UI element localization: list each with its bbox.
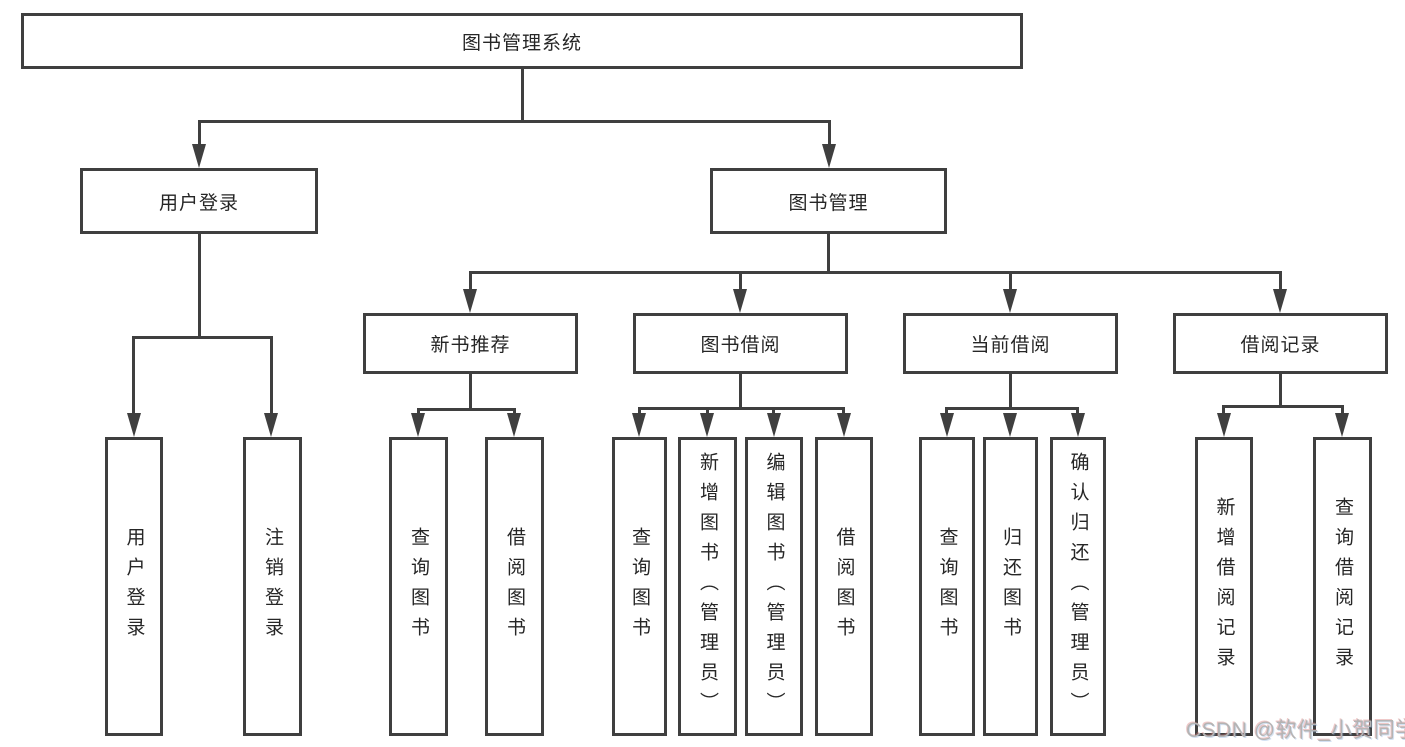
node-label: 新增借阅记录 [1213, 496, 1235, 677]
connector-arrowhead-down [1273, 289, 1287, 313]
connector-line [417, 408, 516, 411]
node-label: 新增图书（管理员） [697, 451, 718, 722]
connector-line [521, 69, 524, 122]
connector-line [270, 336, 273, 415]
node-label: 归还图书 [1000, 526, 1021, 647]
leaf-return-books: 归还图书 [983, 437, 1038, 736]
connector-line [638, 407, 845, 410]
connector-line [513, 408, 516, 416]
connector-line [1279, 374, 1282, 407]
connector-line [469, 271, 472, 292]
leaf-edit-books-admin: 编辑图书（管理员） [745, 437, 803, 736]
leaf-borrow-books-borrowing: 借阅图书 [815, 437, 873, 736]
connector-arrowhead-down [463, 289, 477, 313]
connector-line [198, 120, 201, 147]
leaf-logout: 注销登录 [243, 437, 302, 736]
connector-arrowhead-down [733, 289, 747, 313]
connector-arrowhead-down [837, 413, 851, 437]
node-borrowing-records: 借阅记录 [1173, 313, 1388, 374]
node-label: 查询图书 [408, 526, 429, 647]
leaf-confirm-return-admin: 确认归还（管理员） [1050, 437, 1106, 736]
connector-line [132, 336, 135, 415]
node-library-management-system: 图书管理系统 [21, 13, 1023, 69]
connector-arrowhead-down [264, 413, 278, 437]
connector-line [772, 407, 775, 416]
connector-arrowhead-down [822, 144, 836, 168]
connector-line [469, 374, 472, 409]
connector-line [842, 407, 845, 416]
node-label: 借阅图书 [504, 526, 525, 647]
node-label: 注销登录 [262, 526, 283, 647]
node-current-borrowing: 当前借阅 [903, 313, 1118, 374]
connector-arrowhead-down [1071, 413, 1085, 437]
connector-line [1222, 405, 1344, 408]
leaf-add-borrow-record: 新增借阅记录 [1195, 437, 1253, 736]
connector-arrowhead-down [192, 144, 206, 168]
leaf-query-books-borrowing: 查询图书 [612, 437, 667, 736]
connector-arrowhead-down [767, 413, 781, 437]
connector-line [198, 120, 831, 123]
node-label: 新书推荐 [430, 335, 511, 356]
connector-line [469, 271, 1282, 274]
connector-line [132, 336, 273, 339]
node-label: 图书管理系统 [461, 32, 582, 54]
connector-line [1009, 271, 1012, 292]
connector-line [417, 408, 420, 416]
connector-line [739, 374, 742, 408]
node-label: 用户登录 [158, 192, 239, 214]
connector-line [198, 234, 201, 338]
connector-line [1009, 374, 1012, 408]
connector-arrowhead-down [632, 413, 646, 437]
connector-line [827, 234, 830, 274]
node-label: 图书借阅 [700, 335, 781, 356]
node-label: 查询借阅记录 [1332, 496, 1353, 677]
csdn-watermark: CSDN @软件_小贺同学 [1186, 719, 1405, 742]
node-label: 确认归还（管理员） [1067, 451, 1089, 722]
node-label: 用户登录 [123, 526, 145, 647]
connector-arrowhead-down [507, 413, 521, 437]
connector-line [828, 120, 831, 147]
connector-arrowhead-down [940, 413, 954, 437]
node-book-management: 图书管理 [710, 168, 947, 234]
node-label: 查询图书 [936, 526, 958, 647]
node-new-book-recommendation: 新书推荐 [363, 313, 578, 374]
connector-arrowhead-down [1217, 413, 1231, 437]
leaf-user-login: 用户登录 [105, 437, 163, 736]
connector-line [945, 407, 1079, 410]
connector-line [945, 407, 948, 416]
node-label: 图书管理 [788, 192, 869, 214]
node-user-login: 用户登录 [80, 168, 318, 234]
connector-line [739, 271, 742, 292]
node-label: 当前借阅 [970, 335, 1051, 356]
connector-arrowhead-down [1003, 413, 1017, 437]
connector-arrowhead-down [1003, 289, 1017, 313]
node-label: 借阅图书 [833, 526, 855, 647]
connector-arrowhead-down [127, 413, 141, 437]
leaf-borrow-books-recommend: 借阅图书 [485, 437, 544, 736]
connector-line [1279, 271, 1282, 292]
connector-arrowhead-down [1335, 413, 1349, 437]
node-label: 查询图书 [629, 526, 650, 647]
connector-line [1341, 405, 1344, 416]
connector-line [706, 407, 709, 416]
node-label: 借阅记录 [1240, 335, 1321, 356]
leaf-query-books-recommend: 查询图书 [389, 437, 448, 736]
node-label: 编辑图书（管理员） [763, 451, 785, 722]
connector-line [638, 407, 641, 416]
leaf-query-borrow-record: 查询借阅记录 [1313, 437, 1372, 736]
leaf-query-books-current: 查询图书 [919, 437, 975, 736]
connector-line [1076, 407, 1079, 416]
leaf-add-books-admin: 新增图书（管理员） [678, 437, 737, 736]
node-book-borrowing: 图书借阅 [633, 313, 848, 374]
connector-arrowhead-down [700, 413, 714, 437]
connector-arrowhead-down [411, 413, 425, 437]
connector-line [1222, 405, 1225, 416]
